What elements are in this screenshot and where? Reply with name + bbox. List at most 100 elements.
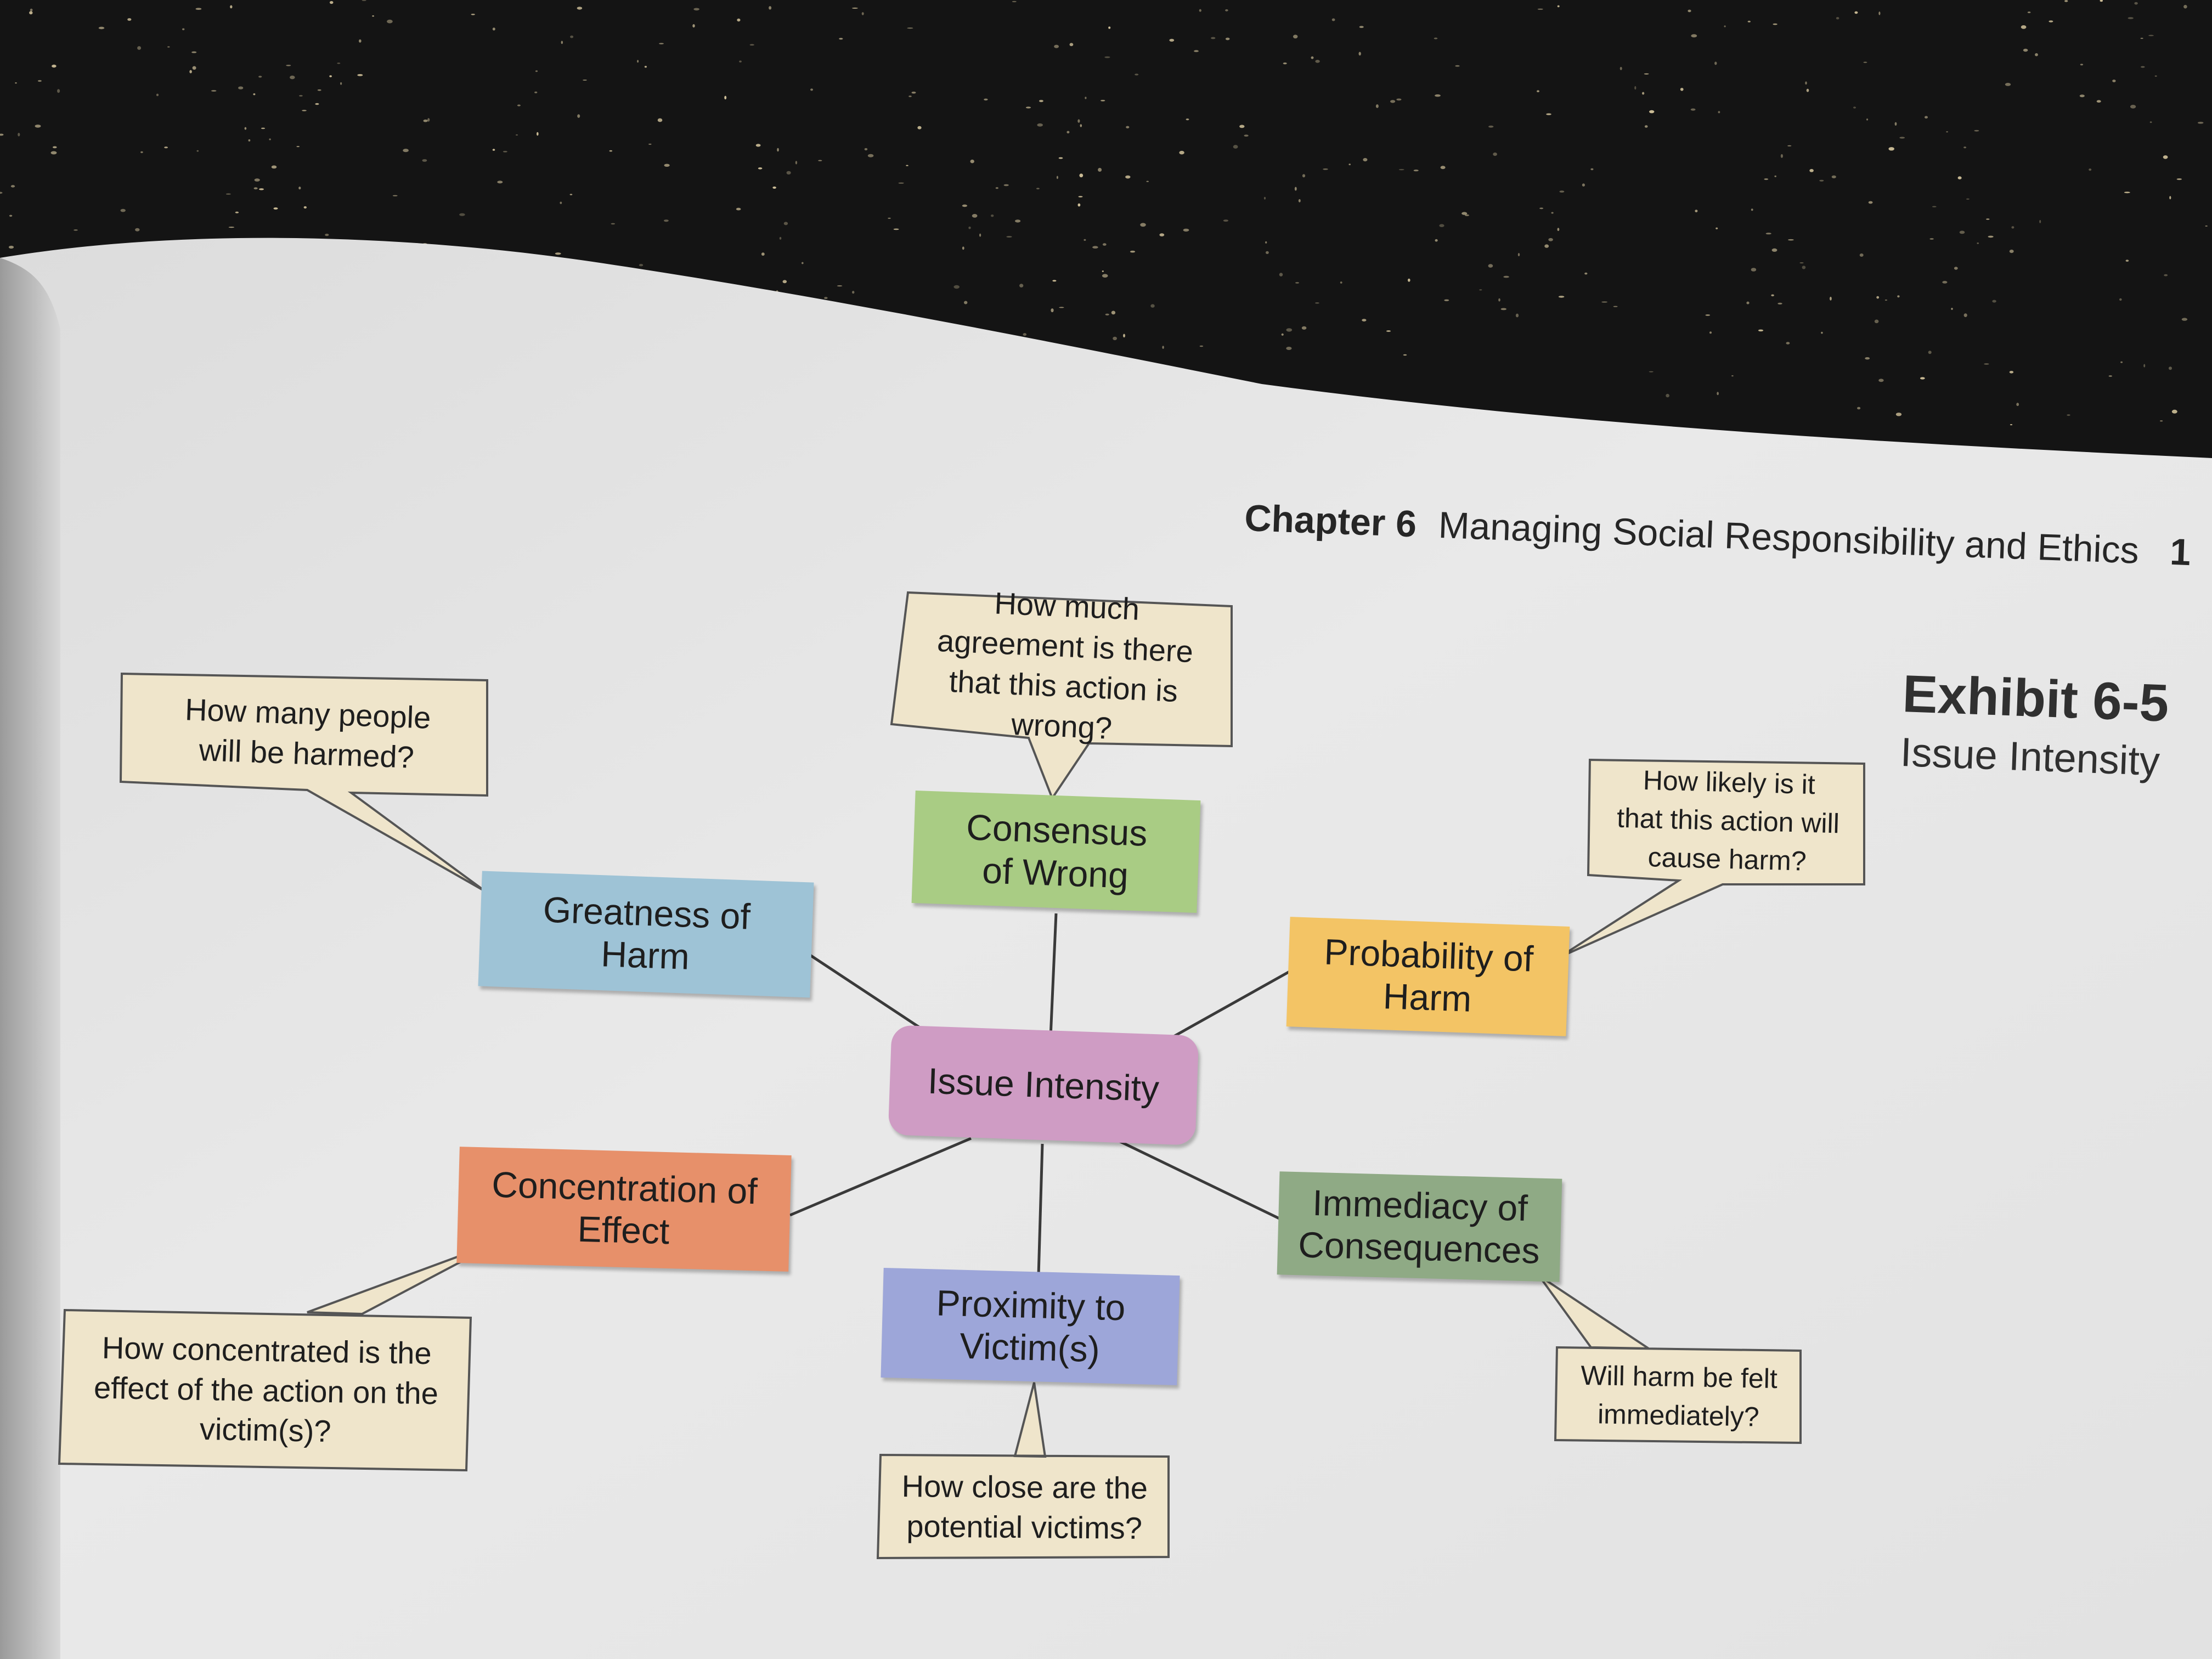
speckle bbox=[2108, 375, 2112, 377]
speckle bbox=[1954, 267, 1958, 270]
speckle bbox=[2169, 366, 2172, 370]
speckle bbox=[30, 8, 33, 12]
surface-speckles bbox=[0, 0, 2208, 426]
speckle bbox=[1557, 228, 1560, 232]
speckle bbox=[1691, 34, 1697, 38]
speckle bbox=[253, 187, 258, 190]
speckle bbox=[1515, 313, 1519, 318]
speckle bbox=[387, 19, 393, 24]
speckle bbox=[1286, 328, 1293, 332]
speckle bbox=[1758, 329, 1764, 332]
speckle bbox=[953, 285, 960, 289]
speckle bbox=[2119, 298, 2122, 301]
speckle bbox=[1263, 196, 1266, 200]
speckle bbox=[269, 138, 271, 140]
speckle bbox=[1295, 282, 1299, 284]
speckle bbox=[2100, 0, 2103, 2]
speckle bbox=[1003, 184, 1009, 187]
speckle bbox=[2140, 37, 2143, 39]
speckle bbox=[497, 180, 503, 184]
speckle bbox=[225, 193, 231, 195]
speckle bbox=[2128, 17, 2134, 19]
speckle bbox=[1125, 175, 1131, 179]
speckle bbox=[325, 234, 329, 236]
question-concentration: How concentrated is the effect of the ac… bbox=[93, 1330, 439, 1449]
speckle bbox=[253, 93, 256, 95]
speckle bbox=[898, 182, 904, 184]
speckle bbox=[535, 70, 538, 72]
speckle bbox=[1988, 235, 1994, 238]
speckle bbox=[1582, 183, 1585, 187]
speckle bbox=[167, 46, 170, 48]
speckle bbox=[1105, 313, 1109, 315]
speckle bbox=[1925, 116, 1928, 119]
speckle bbox=[258, 76, 262, 78]
speckle bbox=[1876, 296, 1880, 299]
speckle bbox=[1884, 299, 1887, 301]
speckle bbox=[1690, 108, 1696, 111]
speckle bbox=[570, 35, 574, 38]
speckle bbox=[35, 125, 41, 128]
speckle bbox=[1348, 163, 1351, 166]
speckle bbox=[1286, 347, 1292, 350]
speckle bbox=[1056, 176, 1058, 179]
speckle bbox=[1179, 150, 1184, 155]
speckle bbox=[1946, 131, 1948, 133]
speckle bbox=[1408, 278, 1410, 282]
speckle bbox=[195, 8, 202, 10]
speckle bbox=[659, 43, 664, 44]
speckle bbox=[1957, 176, 1962, 180]
speckle bbox=[189, 70, 192, 74]
speckle bbox=[1435, 239, 1438, 242]
speckle bbox=[1294, 187, 1297, 191]
question-immediacy: Will harm be felt immediately? bbox=[1580, 1359, 1778, 1432]
speckle bbox=[1051, 308, 1054, 313]
speckle bbox=[749, 44, 754, 46]
speckle bbox=[18, 133, 20, 137]
speckle bbox=[140, 151, 143, 154]
speckle bbox=[135, 228, 140, 232]
speckle bbox=[1239, 125, 1245, 128]
speckle bbox=[852, 291, 855, 294]
speckle bbox=[1340, 281, 1342, 284]
speckle bbox=[2009, 371, 2014, 374]
callout-probability-shape bbox=[1558, 758, 1865, 958]
speckle bbox=[1974, 129, 1979, 132]
speckle bbox=[1479, 289, 1482, 291]
speckle bbox=[2197, 122, 2204, 124]
speckle bbox=[211, 90, 217, 92]
speckle bbox=[1895, 413, 1902, 416]
book-spine-shadow bbox=[0, 258, 60, 1659]
speckle bbox=[1830, 296, 1832, 301]
speckle bbox=[57, 89, 60, 93]
speckle bbox=[191, 51, 197, 53]
speckle bbox=[459, 213, 465, 216]
speckle bbox=[403, 149, 409, 153]
speckle bbox=[1413, 170, 1419, 172]
speckle bbox=[1396, 98, 1402, 101]
node-concentration-of-effect: Concentration of Effect bbox=[456, 1147, 792, 1272]
speckle bbox=[8, 245, 14, 249]
speckle bbox=[1225, 37, 1230, 41]
speckle bbox=[888, 217, 891, 219]
speckle bbox=[1444, 299, 1449, 301]
speckle bbox=[2011, 226, 2015, 229]
speckle bbox=[492, 149, 495, 151]
speckle bbox=[1036, 188, 1040, 190]
speckle bbox=[1244, 134, 1249, 137]
speckle bbox=[1786, 342, 1790, 345]
speckle bbox=[1984, 363, 1989, 365]
speckle bbox=[196, 150, 199, 152]
speckle bbox=[1331, 18, 1335, 21]
speckle bbox=[1302, 174, 1306, 178]
speckle bbox=[1806, 88, 1809, 92]
node-proximity-to-victims: Proximity to Victim(s) bbox=[881, 1267, 1180, 1386]
speckle bbox=[739, 60, 742, 63]
speckle bbox=[53, 146, 57, 149]
speckle bbox=[837, 285, 843, 287]
speckle bbox=[1649, 371, 1654, 373]
speckle bbox=[1077, 203, 1081, 207]
speckle bbox=[1878, 379, 1884, 382]
speckle bbox=[2143, 364, 2146, 368]
speckle bbox=[1069, 43, 1074, 47]
